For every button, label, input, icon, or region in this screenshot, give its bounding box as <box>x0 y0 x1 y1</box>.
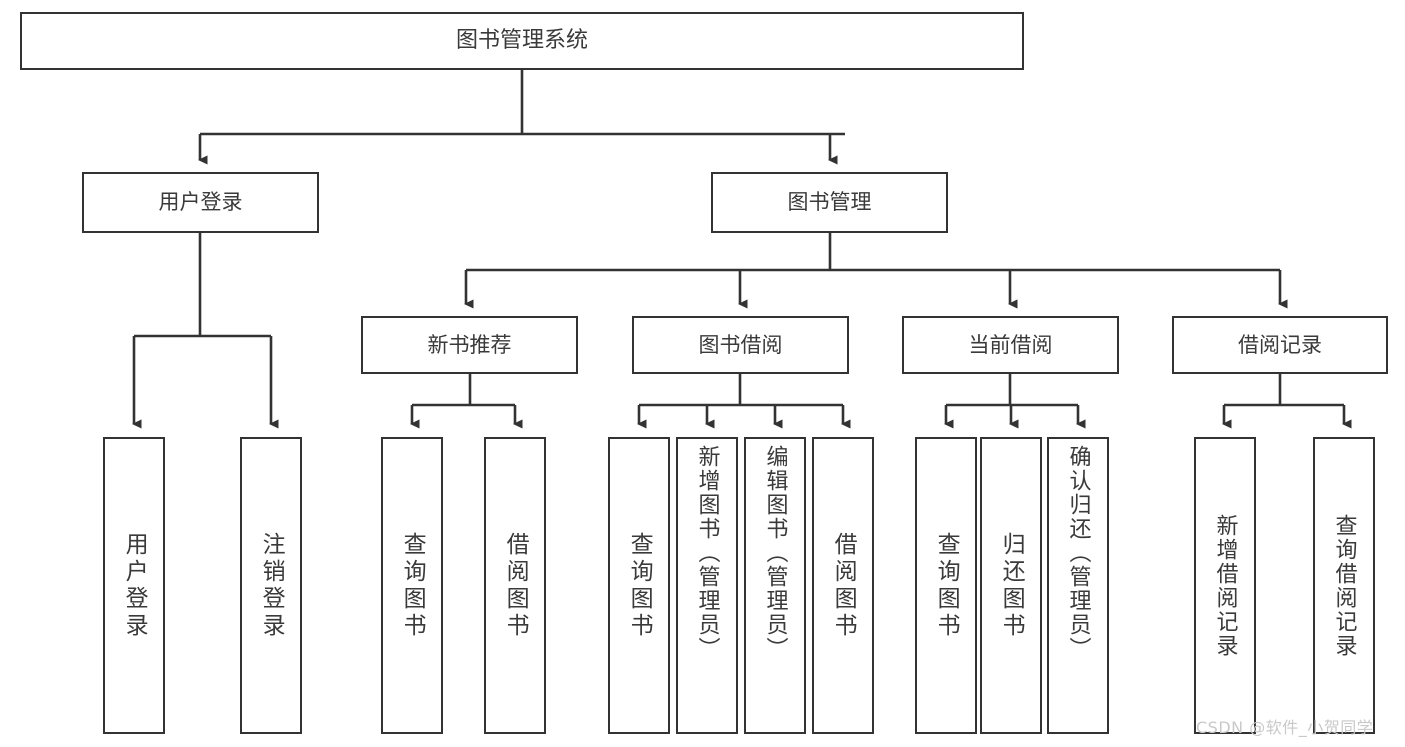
node-leaf-borrow-query-book[interactable]: 查询图书 <box>608 437 670 734</box>
node-label: 借阅记录 <box>1238 332 1322 357</box>
node-leaf-logout[interactable]: 注销登录 <box>240 437 302 734</box>
node-book-borrow[interactable]: 图书借阅 <box>632 316 849 374</box>
node-leaf-add-borrow-record[interactable]: 新增借阅记录 <box>1194 437 1256 734</box>
node-label: 新书推荐 <box>427 332 512 357</box>
node-root-system[interactable]: 图书管理系统 <box>20 12 1024 70</box>
node-user-login[interactable]: 用户登录 <box>82 172 319 233</box>
node-label: 确认归还（管理员） <box>1065 445 1091 661</box>
node-label: 用户登录 <box>158 190 243 215</box>
node-leaf-recommend-query-book[interactable]: 查询图书 <box>381 437 443 734</box>
node-leaf-confirm-return-admin[interactable]: 确认归还（管理员） <box>1047 437 1109 734</box>
node-label: 图书管理系统 <box>455 28 588 54</box>
node-label: 借阅图书 <box>502 531 529 640</box>
node-label: 新增借阅记录 <box>1212 513 1238 658</box>
node-label: 新增图书（管理员） <box>694 445 720 661</box>
watermark-text: CSDN @软件_小贺同学 <box>1196 718 1374 737</box>
node-label: 查询图书 <box>399 531 426 640</box>
node-label: 用户登录 <box>121 531 148 640</box>
node-label: 查询图书 <box>626 531 653 640</box>
node-new-book-recommend[interactable]: 新书推荐 <box>361 316 578 374</box>
node-label: 编辑图书（管理员） <box>762 445 788 661</box>
node-leaf-recommend-borrow-book[interactable]: 借阅图书 <box>484 437 546 734</box>
node-label: 归还图书 <box>998 531 1025 640</box>
node-label: 查询借阅记录 <box>1331 513 1357 658</box>
node-borrow-record[interactable]: 借阅记录 <box>1172 316 1388 374</box>
node-current-borrow[interactable]: 当前借阅 <box>902 316 1119 374</box>
node-leaf-return-book[interactable]: 归还图书 <box>980 437 1042 734</box>
node-label: 图书借阅 <box>698 332 783 357</box>
node-label: 查询图书 <box>933 531 960 640</box>
node-leaf-borrow-book[interactable]: 借阅图书 <box>812 437 874 734</box>
node-label: 图书管理 <box>787 190 872 215</box>
node-leaf-query-borrow-record[interactable]: 查询借阅记录 <box>1313 437 1375 734</box>
node-label: 当前借阅 <box>968 332 1053 357</box>
node-leaf-current-query-book[interactable]: 查询图书 <box>915 437 977 734</box>
node-leaf-edit-book-admin[interactable]: 编辑图书（管理员） <box>744 437 806 734</box>
node-leaf-user-login[interactable]: 用户登录 <box>103 437 165 734</box>
node-book-manage[interactable]: 图书管理 <box>711 172 948 233</box>
node-leaf-add-book-admin[interactable]: 新增图书（管理员） <box>676 437 738 734</box>
node-label: 注销登录 <box>258 531 285 640</box>
node-label: 借阅图书 <box>830 531 857 640</box>
